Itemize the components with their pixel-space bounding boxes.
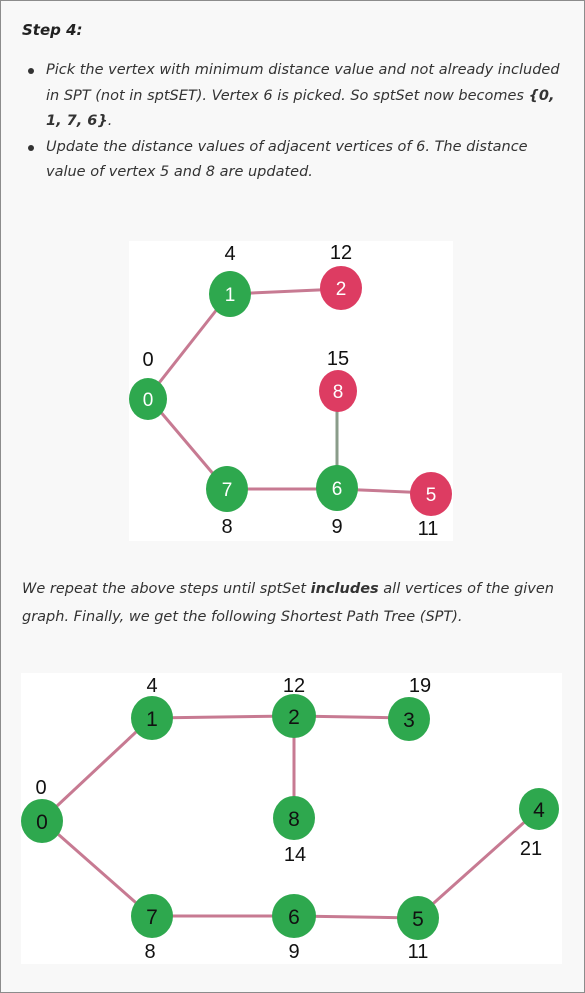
node-2: 2 12 xyxy=(320,242,362,310)
para-bold: includes xyxy=(310,581,379,597)
dist-label: 4 xyxy=(146,675,157,697)
node-label: 1 xyxy=(146,708,158,731)
dist-label: 19 xyxy=(409,675,431,697)
node-label: 3 xyxy=(403,709,415,732)
dist-label: 11 xyxy=(418,518,439,540)
node-6: 6 9 xyxy=(316,465,358,538)
node-label: 7 xyxy=(222,480,233,501)
node-0: 0 0 xyxy=(21,777,63,843)
node-0: 0 0 xyxy=(129,349,167,420)
dist-label: 0 xyxy=(142,349,153,371)
dist-label: 21 xyxy=(520,838,542,860)
dist-label: 12 xyxy=(283,675,305,697)
node-label: 2 xyxy=(288,706,300,729)
graph-step4-svg: 0 0 1 4 2 12 7 8 8 15 xyxy=(129,242,452,540)
node-label: 7 xyxy=(146,906,158,929)
dist-label: 4 xyxy=(224,243,235,265)
graph-final-svg: 0 0 1 4 2 12 3 19 8 14 xyxy=(21,675,559,963)
dist-label: 12 xyxy=(330,242,352,264)
dist-label: 8 xyxy=(221,516,232,538)
node-label: 5 xyxy=(412,908,424,931)
node-label: 0 xyxy=(143,390,154,411)
node-2: 2 12 xyxy=(272,675,316,738)
node-label: 8 xyxy=(333,382,344,403)
node-7: 7 8 xyxy=(131,894,173,963)
node-label: 0 xyxy=(36,811,48,834)
dist-label: 9 xyxy=(288,941,299,963)
node-label: 5 xyxy=(426,485,437,506)
node-7: 7 8 xyxy=(206,466,248,538)
bullet-item: Update the distance values of adjacent v… xyxy=(1,135,561,186)
node-8: 8 15 xyxy=(319,348,357,412)
summary-paragraph: We repeat the above steps until sptSet i… xyxy=(22,575,567,631)
edge-1-2 xyxy=(150,714,295,720)
para-text-end: all vertices of the given graph. Finally… xyxy=(22,581,554,625)
dist-label: 0 xyxy=(35,777,46,799)
graph-step4: 0 0 1 4 2 12 7 8 8 15 xyxy=(129,241,453,541)
node-1: 1 4 xyxy=(131,675,173,740)
para-text: We repeat the above steps until sptSet xyxy=(22,581,311,597)
node-label: 6 xyxy=(288,906,300,929)
node-1: 1 4 xyxy=(209,243,251,317)
bullet-text-end: . xyxy=(107,113,113,129)
node-label: 8 xyxy=(288,808,300,831)
bullet-item: Pick the vertex with minimum distance va… xyxy=(1,58,561,135)
node-label: 2 xyxy=(336,279,347,300)
node-5: 5 11 xyxy=(410,472,452,540)
edge-0-1 xyxy=(40,716,153,822)
node-5: 5 11 xyxy=(397,896,439,963)
node-8: 8 14 xyxy=(273,796,315,866)
edge-0-1 xyxy=(146,293,231,398)
edge-0-7 xyxy=(41,818,152,918)
edge-5-4 xyxy=(416,808,539,920)
sptset-value: {0, 1, 7, 6} xyxy=(46,87,555,130)
bullet-text: Update the distance values of adjacent v… xyxy=(46,138,528,181)
dist-label: 8 xyxy=(144,941,155,963)
dist-label: 15 xyxy=(327,348,349,370)
dist-label: 9 xyxy=(331,516,342,538)
bullet-text: Pick the vertex with minimum distance va… xyxy=(46,62,560,104)
node-label: 6 xyxy=(332,479,343,500)
node-4: 4 21 xyxy=(519,788,559,860)
step-title: Step 4: xyxy=(22,21,83,39)
node-label: 1 xyxy=(225,285,236,306)
node-label: 4 xyxy=(533,799,545,822)
dist-label: 11 xyxy=(408,941,429,963)
graph-final-spt: 0 0 1 4 2 12 3 19 8 14 xyxy=(21,673,562,964)
node-3: 3 19 xyxy=(388,675,431,741)
bullet-list: Pick the vertex with minimum distance va… xyxy=(1,58,561,186)
dist-label: 14 xyxy=(284,844,306,866)
node-6: 6 9 xyxy=(272,894,316,963)
